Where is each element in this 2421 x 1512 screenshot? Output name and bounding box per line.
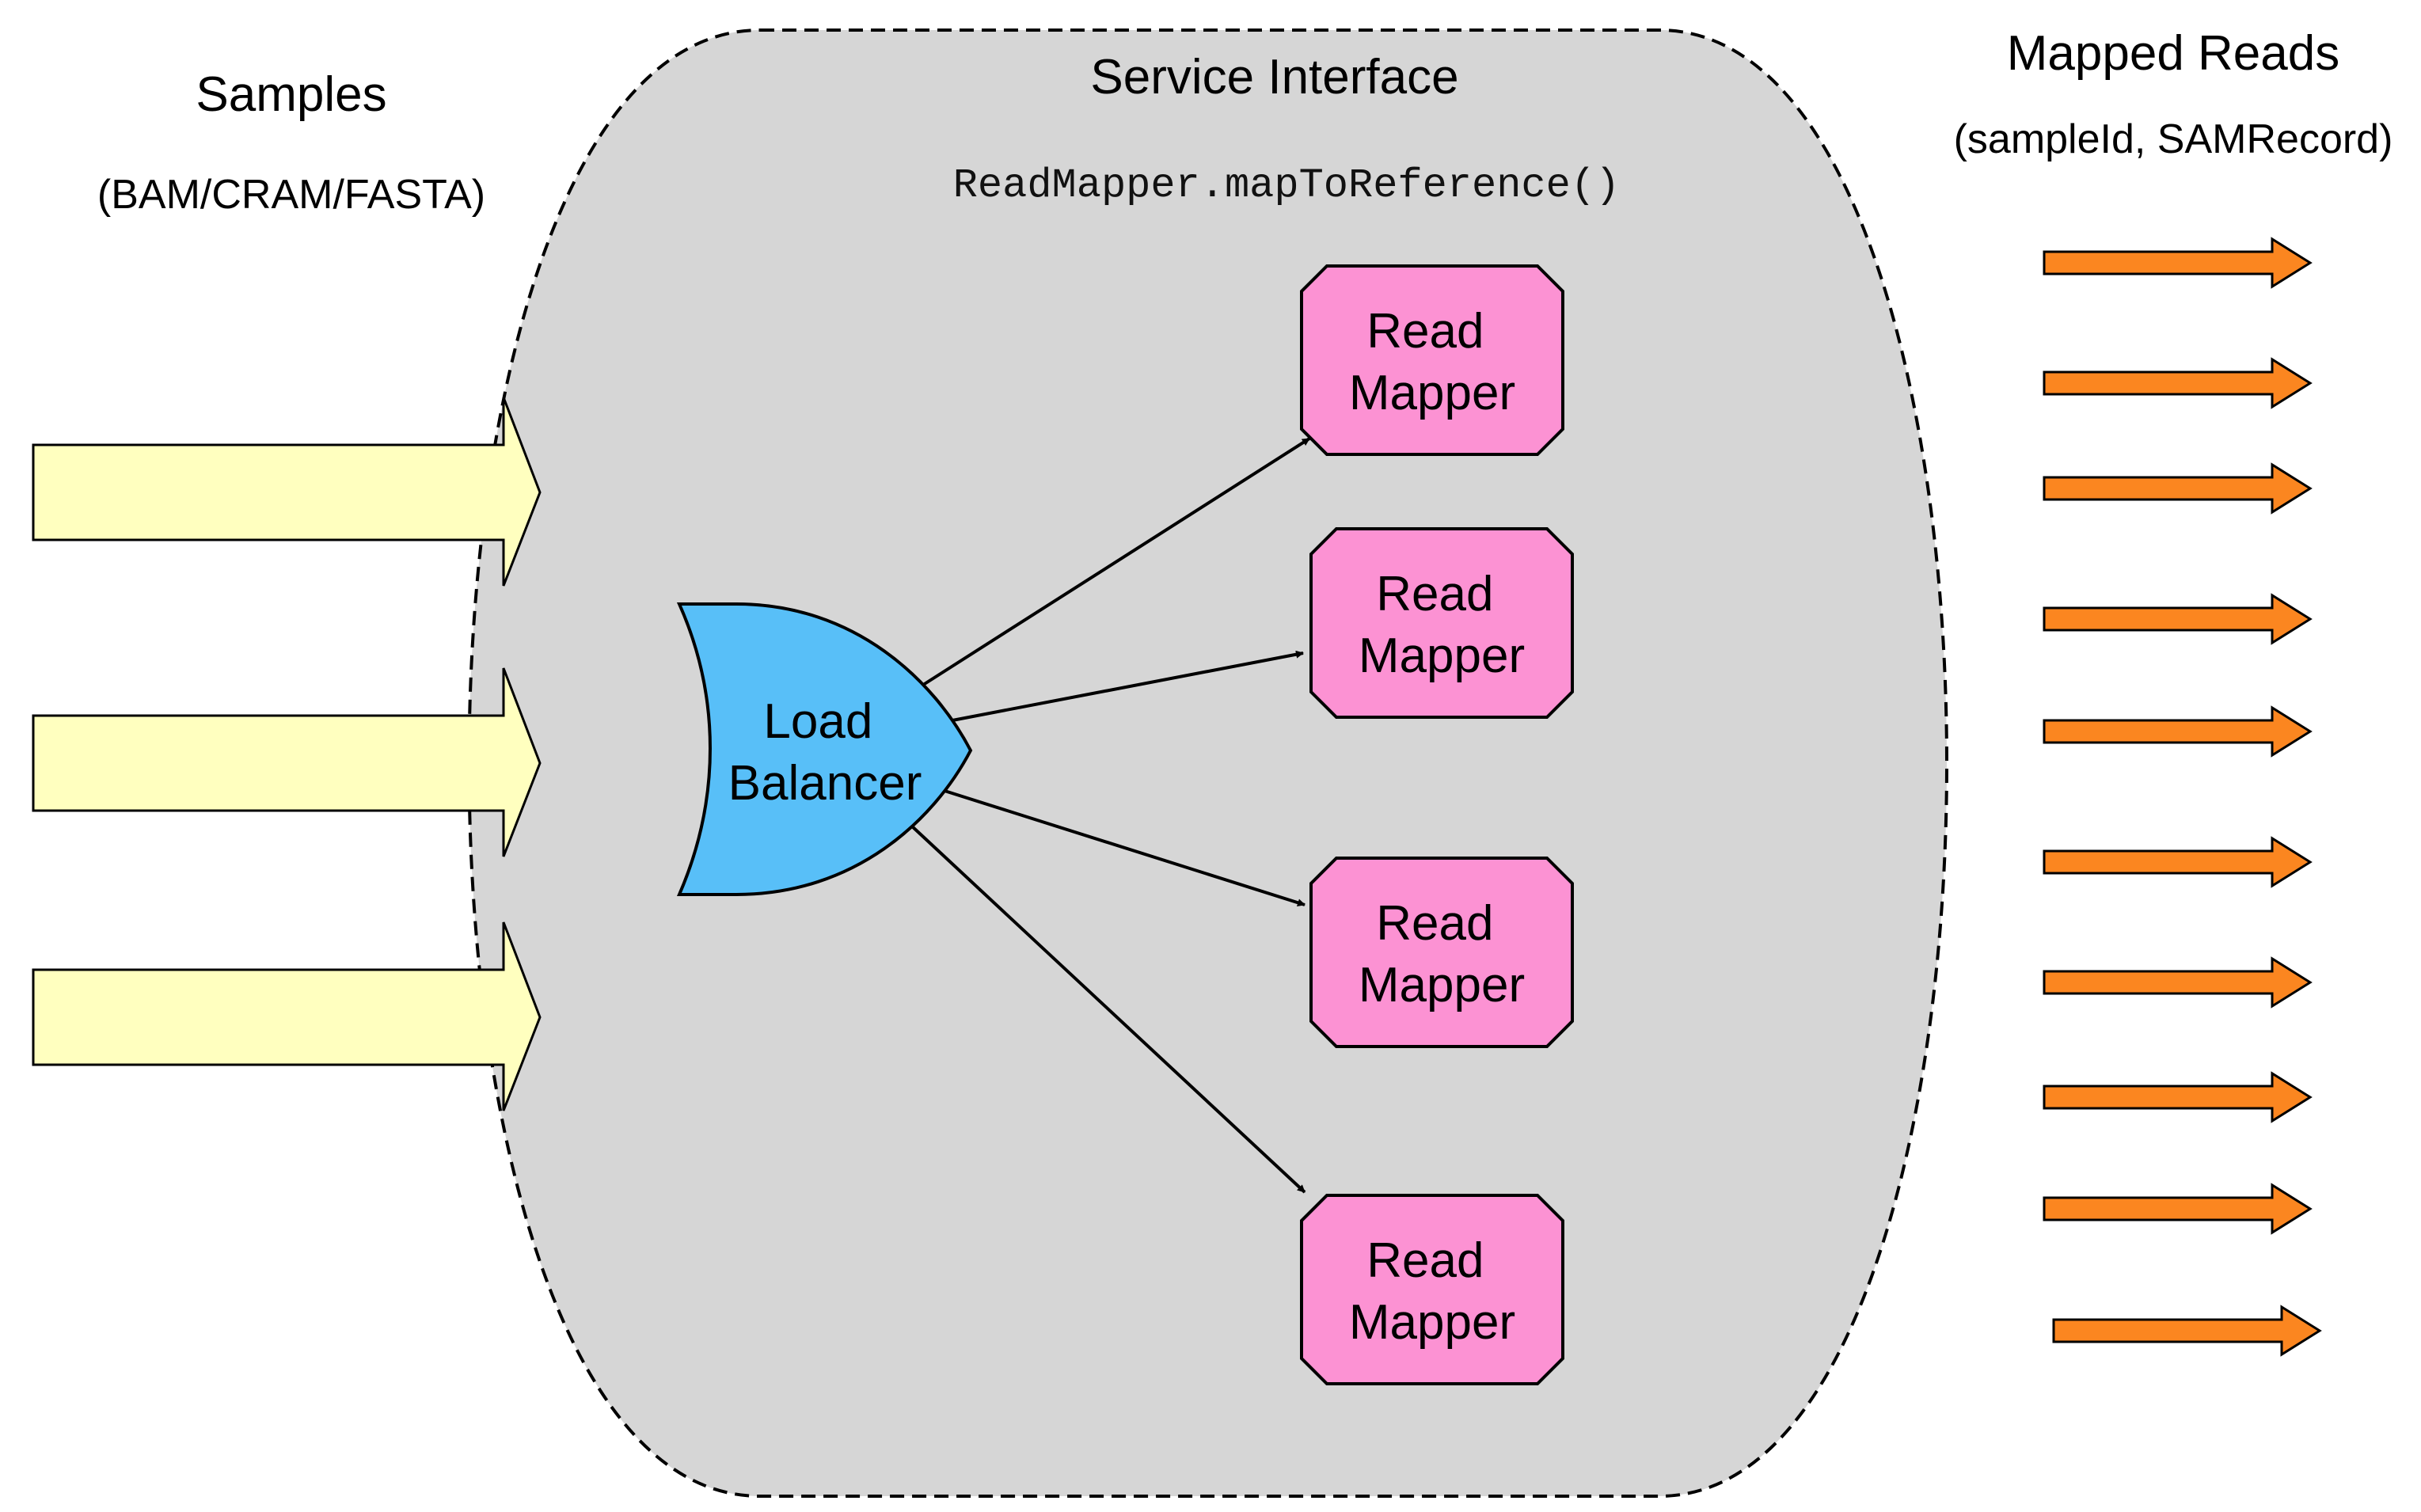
read-mapper-label: Read Mapper [1349, 1233, 1515, 1350]
output-arrow [2043, 357, 2313, 409]
read-mapper-label-line1: Read [1376, 567, 1493, 621]
output-arrow [2043, 956, 2313, 1009]
read-mapper-box [1300, 264, 1564, 456]
mapped-reads-title: Mapped Reads [2007, 26, 2340, 81]
samples-title: Samples [196, 67, 386, 122]
service-interface-region [467, 28, 1948, 1498]
read-mapper-label-line2: Mapper [1349, 1295, 1515, 1350]
service-method: ReadMapper.mapToReference() [953, 162, 1621, 209]
read-mapper-label: Read Mapper [1359, 896, 1525, 1012]
output-arrow [2052, 1305, 2322, 1357]
read-mapper-label: Read Mapper [1349, 304, 1515, 420]
input-arrows [32, 397, 542, 1111]
output-arrow [2043, 705, 2313, 758]
connector-arrow [919, 437, 1311, 688]
input-arrow [32, 397, 542, 587]
output-arrow [2043, 836, 2313, 888]
read-mapper-box [1309, 527, 1574, 719]
balancer-connectors [909, 437, 1311, 1194]
output-arrow [2043, 1183, 2313, 1235]
read-mapper: Read Mapper [1300, 1194, 1564, 1385]
output-arrow [2043, 1071, 2313, 1123]
samples-subtitle: (BAM/CRAM/FASTA) [97, 172, 485, 218]
read-mapper-label-line1: Read [1366, 304, 1484, 359]
load-balancer-label-line1: Load [763, 694, 872, 749]
load-balancer-label-line2: Balancer [728, 756, 922, 811]
read-mapper-label-line2: Mapper [1349, 366, 1515, 420]
read-mapper-label-line2: Mapper [1359, 629, 1525, 683]
read-mapper-box [1309, 857, 1574, 1048]
output-arrow [2043, 593, 2313, 645]
read-mapper: Read Mapper [1300, 264, 1564, 456]
read-mapper: Read Mapper [1309, 857, 1574, 1048]
read-mapper-label: Read Mapper [1359, 567, 1525, 683]
load-balancer-shape [676, 602, 973, 896]
read-mapper: Read Mapper [1309, 527, 1574, 719]
output-arrow [2043, 462, 2313, 515]
connector-arrow [952, 650, 1304, 722]
load-balancer-label: Load Balancer [728, 694, 922, 811]
read-mapper-label-line1: Read [1366, 1233, 1484, 1288]
mapped-reads-subtitle: (sampleId, SAMRecord) [1954, 116, 2393, 162]
output-arrows [2043, 237, 2322, 1357]
read-mapper-label-line1: Read [1376, 896, 1493, 951]
read-mapper-label-line2: Mapper [1359, 958, 1525, 1012]
input-arrow [32, 667, 542, 857]
service-title: Service Interface [1090, 50, 1458, 104]
load-balancer: Load Balancer [676, 602, 973, 896]
connector-arrow [909, 823, 1306, 1194]
output-arrow [2043, 237, 2313, 289]
read-mapper-box [1300, 1194, 1564, 1385]
input-arrow [32, 921, 542, 1111]
connector-arrow [941, 788, 1306, 907]
